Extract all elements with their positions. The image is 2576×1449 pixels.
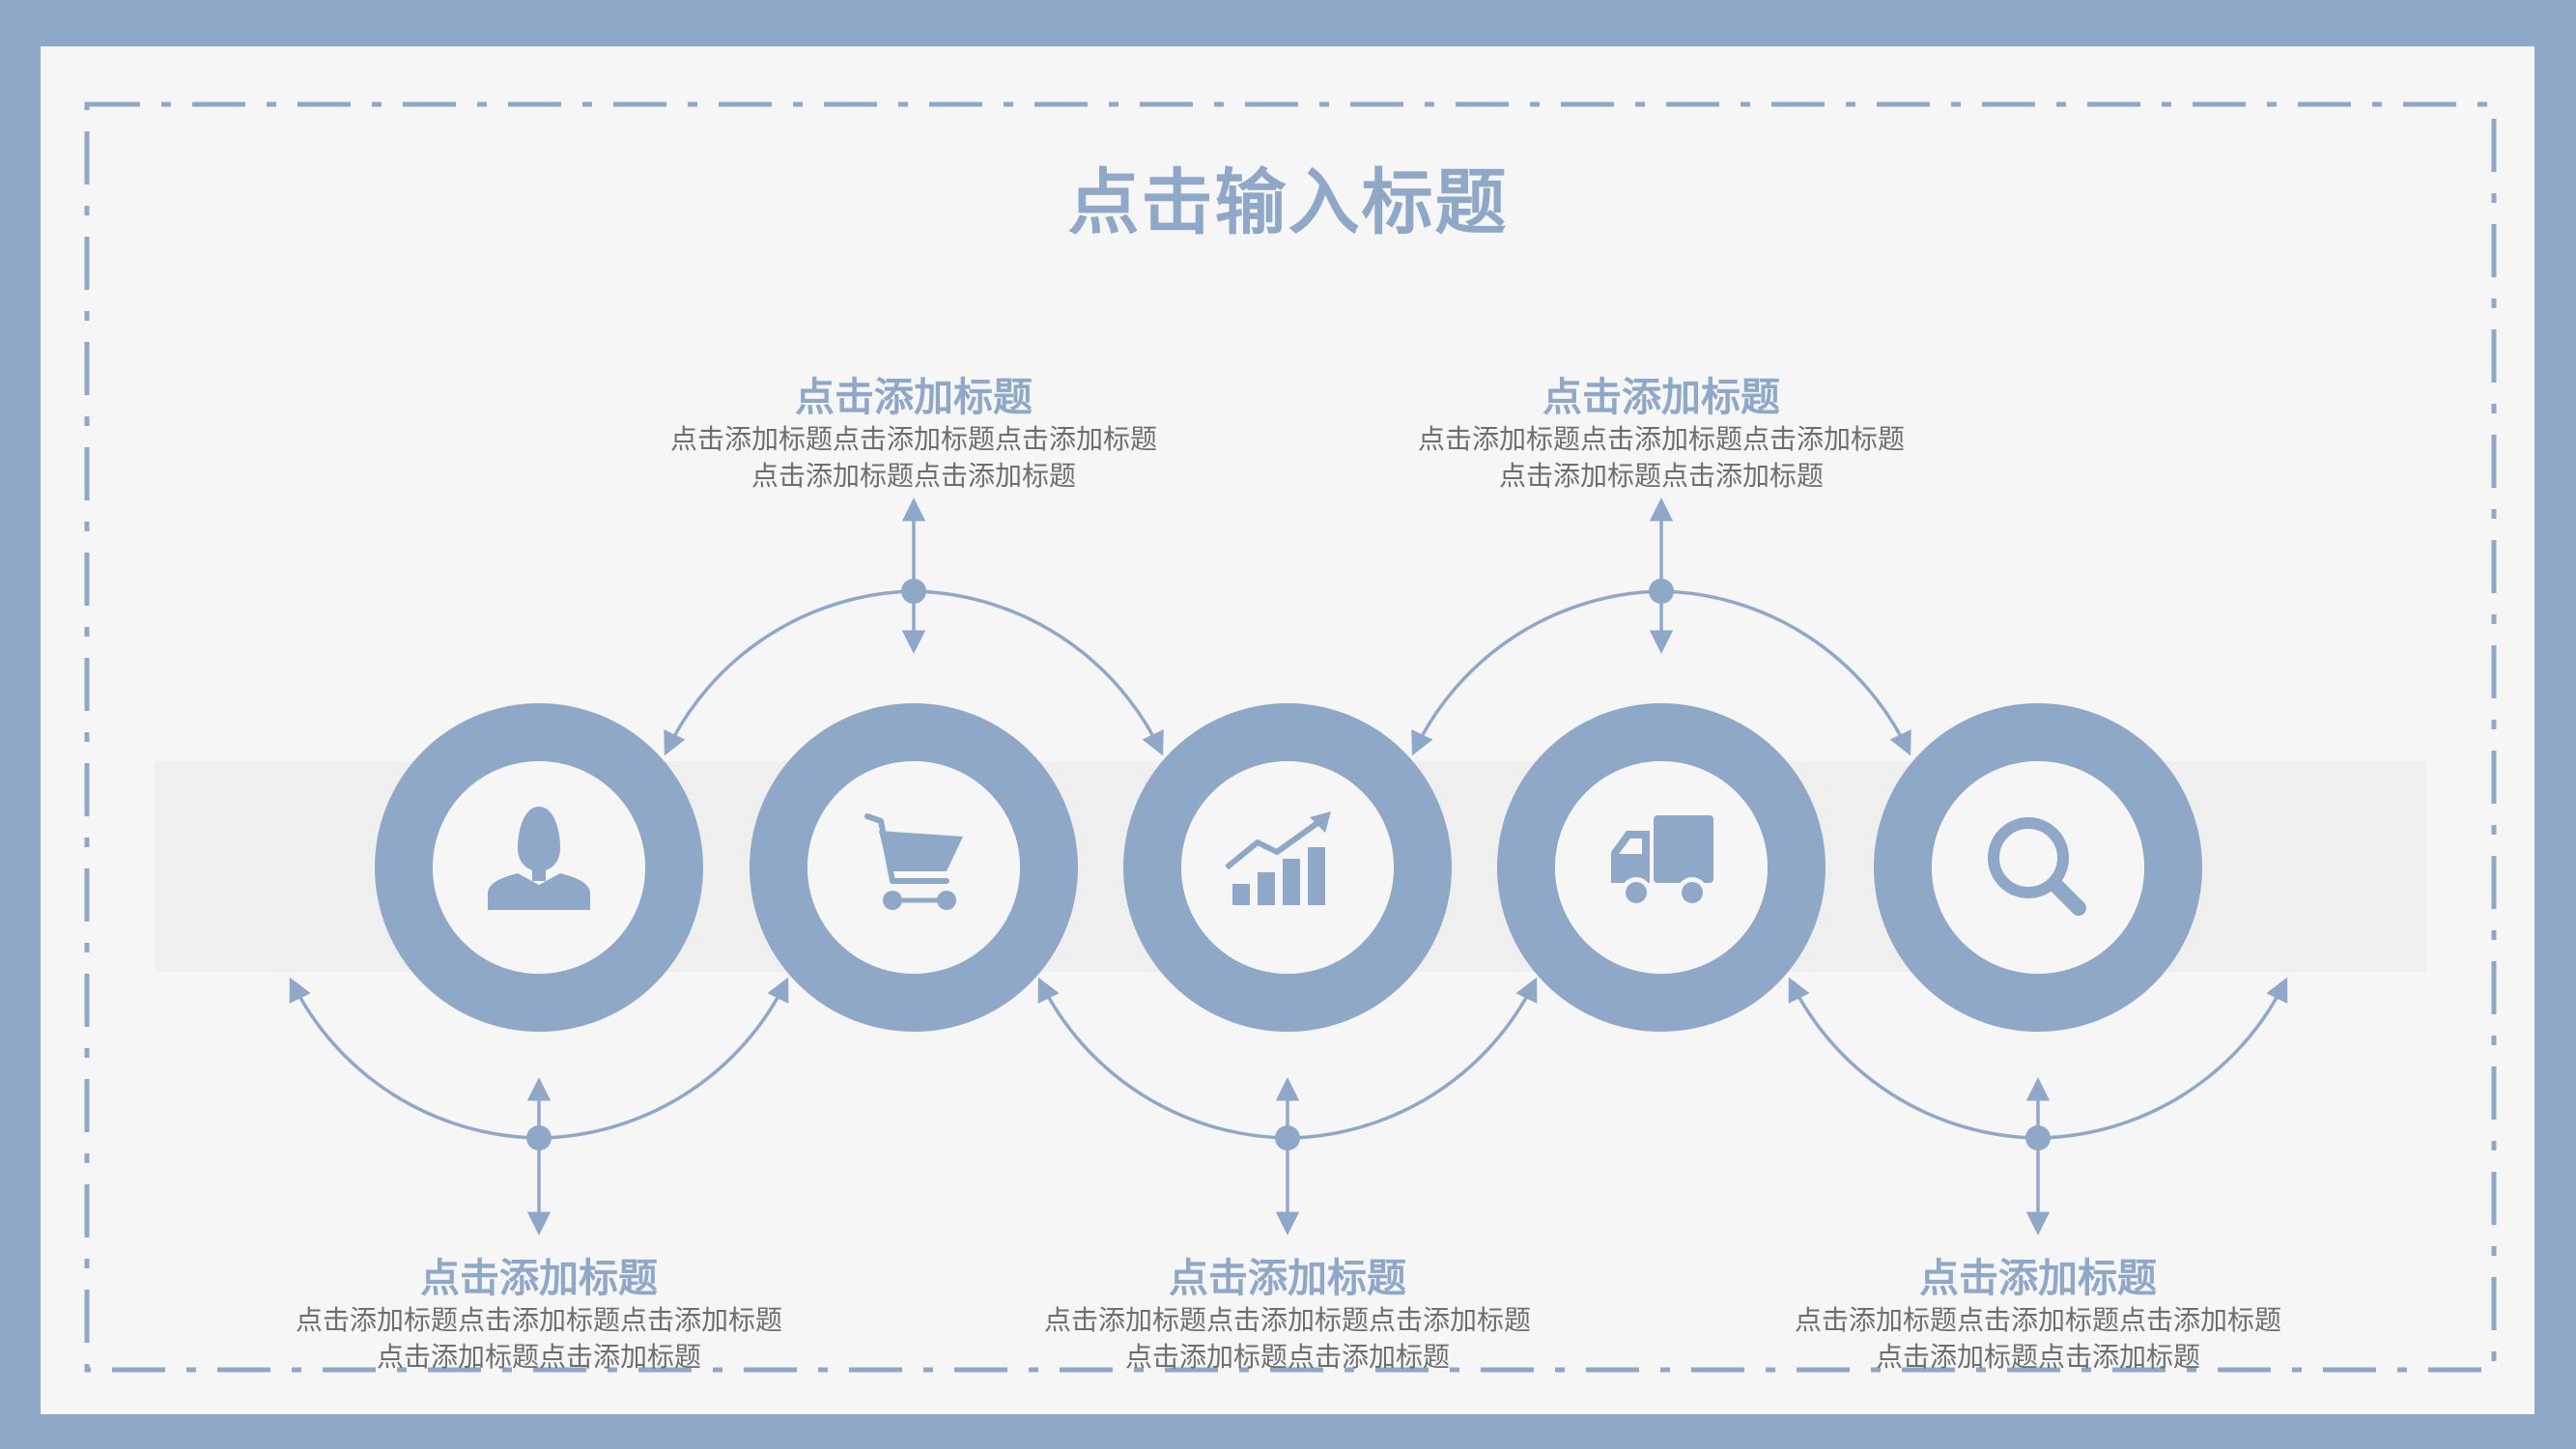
- block-line-1: 点击添加标题点击添加标题点击添加标题: [1417, 423, 1905, 455]
- bottom-connector-dot-1: [526, 1125, 552, 1151]
- block-line-1: 点击添加标题点击添加标题点击添加标题: [1043, 1304, 1531, 1336]
- block-line-2: 点击添加标题点击添加标题: [750, 460, 1076, 492]
- block-line-1: 点击添加标题点击添加标题点击添加标题: [669, 423, 1157, 455]
- node-1: [375, 703, 703, 1032]
- block-line-1: 点击添加标题点击添加标题点击添加标题: [295, 1304, 782, 1336]
- user-icon: [488, 807, 590, 910]
- growth-chart-icon: [1225, 811, 1331, 905]
- block-line-2: 点击添加标题点击添加标题: [1124, 1341, 1450, 1373]
- block-title: 点击添加标题: [795, 374, 1033, 420]
- top-connector-dot-1: [901, 579, 926, 604]
- node-2: [750, 703, 1078, 1032]
- block-title: 点击添加标题: [1169, 1255, 1406, 1301]
- bottom-connector-1: [289, 977, 789, 1236]
- block-line-2: 点击添加标题点击添加标题: [376, 1341, 701, 1373]
- bottom-text-block-1: 点击添加标题 点击添加标题点击添加标题点击添加标题 点击添加标题点击添加标题: [201, 1254, 877, 1376]
- node-3: [1123, 703, 1452, 1032]
- bottom-connector-3: [1788, 977, 2288, 1236]
- bottom-text-block-3: 点击添加标题 点击添加标题点击添加标题点击添加标题 点击添加标题点击添加标题: [1700, 1254, 2376, 1376]
- bottom-connector-dot-2: [1275, 1125, 1300, 1151]
- block-title: 点击添加标题: [1919, 1255, 2157, 1301]
- block-title: 点击添加标题: [420, 1255, 658, 1301]
- block-line-2: 点击添加标题点击添加标题: [1875, 1341, 2200, 1373]
- page-title: 点击输入标题: [1067, 161, 1509, 244]
- node-5: [1874, 703, 2202, 1032]
- block-line-1: 点击添加标题点击添加标题点击添加标题: [1794, 1304, 2281, 1336]
- shopping-cart-icon: [864, 813, 963, 910]
- top-text-block-2: 点击添加标题 点击添加标题点击添加标题点击添加标题 点击添加标题点击添加标题: [1323, 373, 1999, 495]
- bottom-text-block-2: 点击添加标题 点击添加标题点击添加标题点击添加标题 点击添加标题点击添加标题: [949, 1254, 1626, 1376]
- block-title: 点击添加标题: [1543, 374, 1780, 420]
- node-4: [1497, 703, 1826, 1032]
- top-connector-dot-2: [1649, 579, 1674, 604]
- bottom-connector-dot-3: [2025, 1125, 2051, 1151]
- delivery-truck-icon: [1611, 815, 1713, 908]
- top-connector-2: [1411, 497, 1911, 756]
- dashed-frame: [84, 101, 2497, 1373]
- top-text-block-1: 点击添加标题 点击添加标题点击添加标题点击添加标题 点击添加标题点击添加标题: [576, 373, 1252, 495]
- magnifier-icon: [1988, 817, 2086, 916]
- block-line-2: 点击添加标题点击添加标题: [1498, 460, 1824, 492]
